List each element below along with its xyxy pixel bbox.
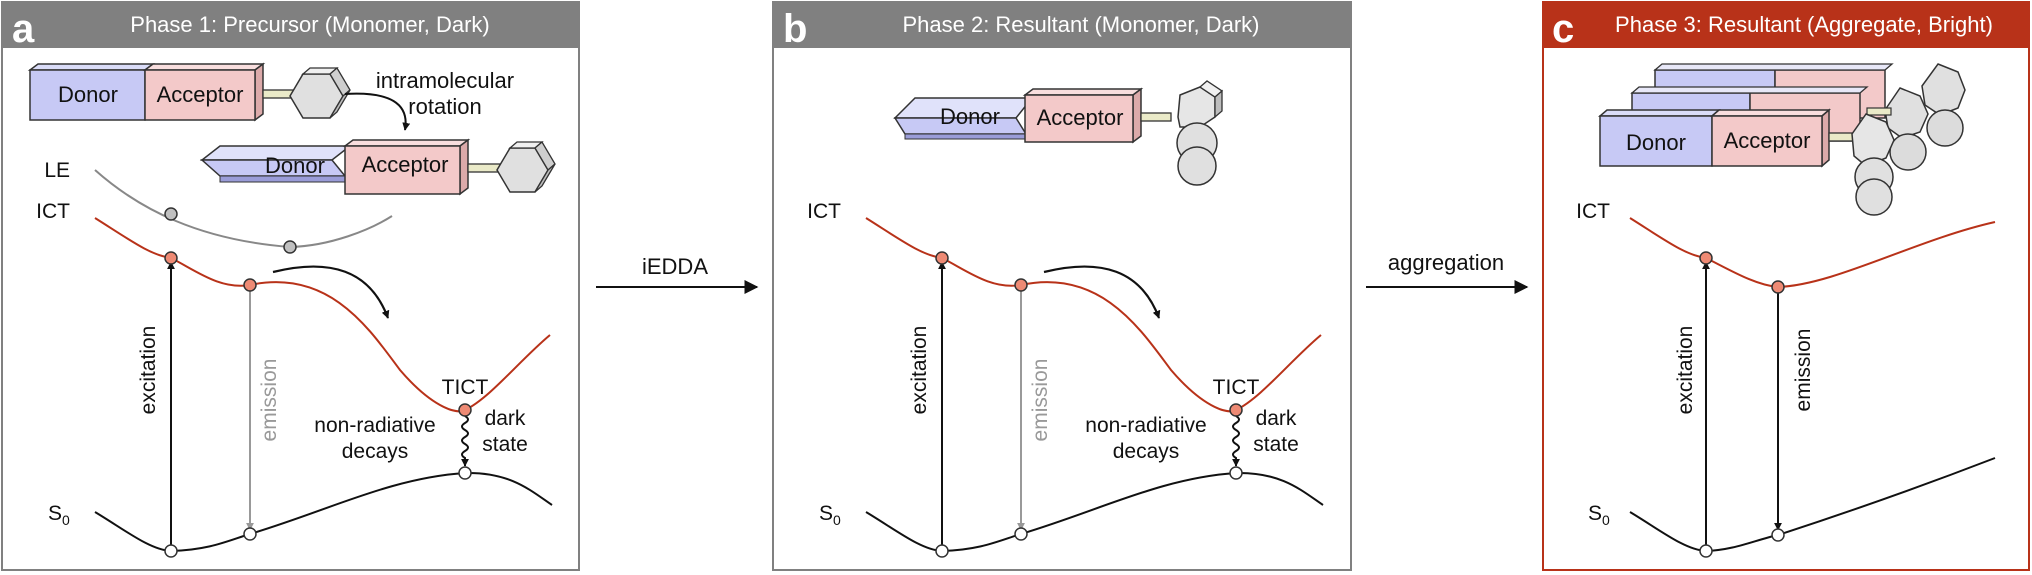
relaxation-arrow bbox=[272, 265, 390, 319]
panel-a-header bbox=[2, 2, 579, 48]
excitation-label: excitation bbox=[137, 326, 160, 415]
ict-franck-condon-point bbox=[164, 251, 178, 265]
tict-label: TICT bbox=[1213, 376, 1260, 399]
energy-diagram-b bbox=[865, 217, 1324, 558]
dark-state-label-line2: state bbox=[482, 433, 528, 456]
panel-c-letter: c bbox=[1552, 7, 1574, 51]
s0-dark-point bbox=[1229, 466, 1243, 480]
s0-emission-point bbox=[1014, 527, 1028, 541]
donor-label: Donor bbox=[58, 82, 118, 107]
dark-state-label-line2: state bbox=[1253, 433, 1299, 456]
s0-label: S0 bbox=[819, 502, 841, 528]
rotation-arrow bbox=[344, 92, 411, 131]
donor-label: Donor bbox=[1626, 130, 1686, 155]
energy-diagram-c bbox=[1629, 217, 1996, 558]
s0-emission-point bbox=[243, 527, 257, 541]
aggregation-label: aggregation bbox=[1388, 250, 1504, 275]
nonradiative-label-line1: non-radiative bbox=[1085, 414, 1206, 437]
le-state-point bbox=[164, 207, 178, 221]
ict-label: ICT bbox=[36, 200, 70, 223]
tict-label: TICT bbox=[442, 376, 489, 399]
le-minimum-point bbox=[283, 240, 297, 254]
nonradiative-decay-arrow bbox=[1232, 415, 1240, 467]
donor-block bbox=[29, 69, 146, 121]
panel-b-frame bbox=[772, 1, 1352, 571]
emission-label: emission bbox=[1792, 329, 1815, 412]
panel-a-letter: a bbox=[12, 7, 35, 51]
donor-block bbox=[1599, 115, 1713, 167]
s0-curve bbox=[865, 471, 1324, 553]
ict-minimum-point bbox=[243, 278, 257, 292]
panel-c: c Phase 3: Resultant (Aggregate, Bright)… bbox=[1542, 1, 2030, 571]
emission-label: emission bbox=[258, 359, 281, 442]
linker-bond bbox=[467, 163, 501, 173]
acceptor-block bbox=[1024, 94, 1134, 143]
acceptor-block bbox=[1711, 115, 1823, 167]
tict-point bbox=[1229, 403, 1243, 417]
dark-state-label-line1: dark bbox=[485, 407, 526, 430]
s0-curve bbox=[1629, 457, 1996, 553]
excitation-label: excitation bbox=[1674, 326, 1697, 415]
panel-b: b Phase 2: Resultant (Monomer, Dark) Don… bbox=[772, 1, 1352, 571]
energy-diagram-a bbox=[94, 169, 553, 558]
acceptor-label: Acceptor bbox=[1724, 128, 1811, 153]
le-curve bbox=[94, 169, 393, 249]
ict-curve bbox=[1629, 217, 1996, 289]
s0-minimum-point bbox=[1699, 544, 1713, 558]
s0-emission-point bbox=[1771, 528, 1785, 542]
s0-dark-point bbox=[458, 466, 472, 480]
molecule-aggregate-stack: Donor Acceptor bbox=[1597, 63, 1966, 216]
twisted-ring-stack bbox=[1176, 80, 1224, 186]
nonradiative-label-line1: non-radiative bbox=[314, 414, 435, 437]
s0-label: S0 bbox=[48, 502, 70, 528]
ict-minimum-point bbox=[1771, 280, 1785, 294]
transition-arrow-ab: iEDDA bbox=[596, 254, 759, 294]
panel-a: a Phase 1: Precursor (Monomer, Dark) Don… bbox=[1, 1, 580, 571]
acceptor-block bbox=[344, 145, 461, 195]
ict-minimum-point bbox=[1014, 278, 1028, 292]
s0-label: S0 bbox=[1588, 502, 1610, 528]
rotation-label-line2: rotation bbox=[408, 94, 481, 119]
panel-c-header bbox=[1543, 2, 2029, 48]
molecule-precursor-planar: Donor Acceptor bbox=[27, 62, 351, 122]
relaxation-arrow bbox=[1043, 265, 1161, 319]
donor-label: Donor bbox=[265, 153, 325, 178]
molecule-precursor-twisted: Donor Acceptor bbox=[199, 138, 556, 196]
panel-c-title: Phase 3: Resultant (Aggregate, Bright) bbox=[1615, 12, 1993, 37]
nonradiative-label-line2: decays bbox=[342, 440, 409, 463]
emission-label: emission bbox=[1029, 359, 1052, 442]
ict-label: ICT bbox=[807, 200, 841, 223]
ict-label: ICT bbox=[1576, 200, 1610, 223]
panel-a-title: Phase 1: Precursor (Monomer, Dark) bbox=[130, 12, 489, 37]
tict-point bbox=[458, 403, 472, 417]
iedda-label: iEDDA bbox=[642, 254, 708, 279]
molecule-resultant: Donor Acceptor bbox=[893, 80, 1224, 186]
ict-franck-condon-point bbox=[935, 251, 949, 265]
donor-label: Donor bbox=[940, 104, 1000, 129]
s0-curve bbox=[94, 471, 553, 553]
s0-minimum-point bbox=[164, 544, 178, 558]
panel-b-header bbox=[773, 2, 1351, 48]
dark-state-label-line1: dark bbox=[1256, 407, 1297, 430]
linker-bond bbox=[1140, 112, 1172, 122]
rotation-label-line1: intramolecular bbox=[376, 68, 514, 93]
acceptor-block bbox=[144, 69, 256, 121]
nonradiative-decay-arrow bbox=[461, 415, 469, 467]
s0-minimum-point bbox=[935, 544, 949, 558]
acceptor-label: Acceptor bbox=[157, 82, 244, 107]
nonradiative-label-line2: decays bbox=[1113, 440, 1180, 463]
ict-franck-condon-point bbox=[1699, 251, 1713, 265]
acceptor-label: Acceptor bbox=[1037, 105, 1124, 130]
transition-arrow-bc: aggregation bbox=[1366, 250, 1529, 294]
panel-b-letter: b bbox=[783, 7, 807, 51]
le-label: LE bbox=[44, 159, 70, 182]
acceptor-label: Acceptor bbox=[362, 152, 449, 177]
panel-b-title: Phase 2: Resultant (Monomer, Dark) bbox=[902, 12, 1259, 37]
excitation-label: excitation bbox=[908, 326, 931, 415]
